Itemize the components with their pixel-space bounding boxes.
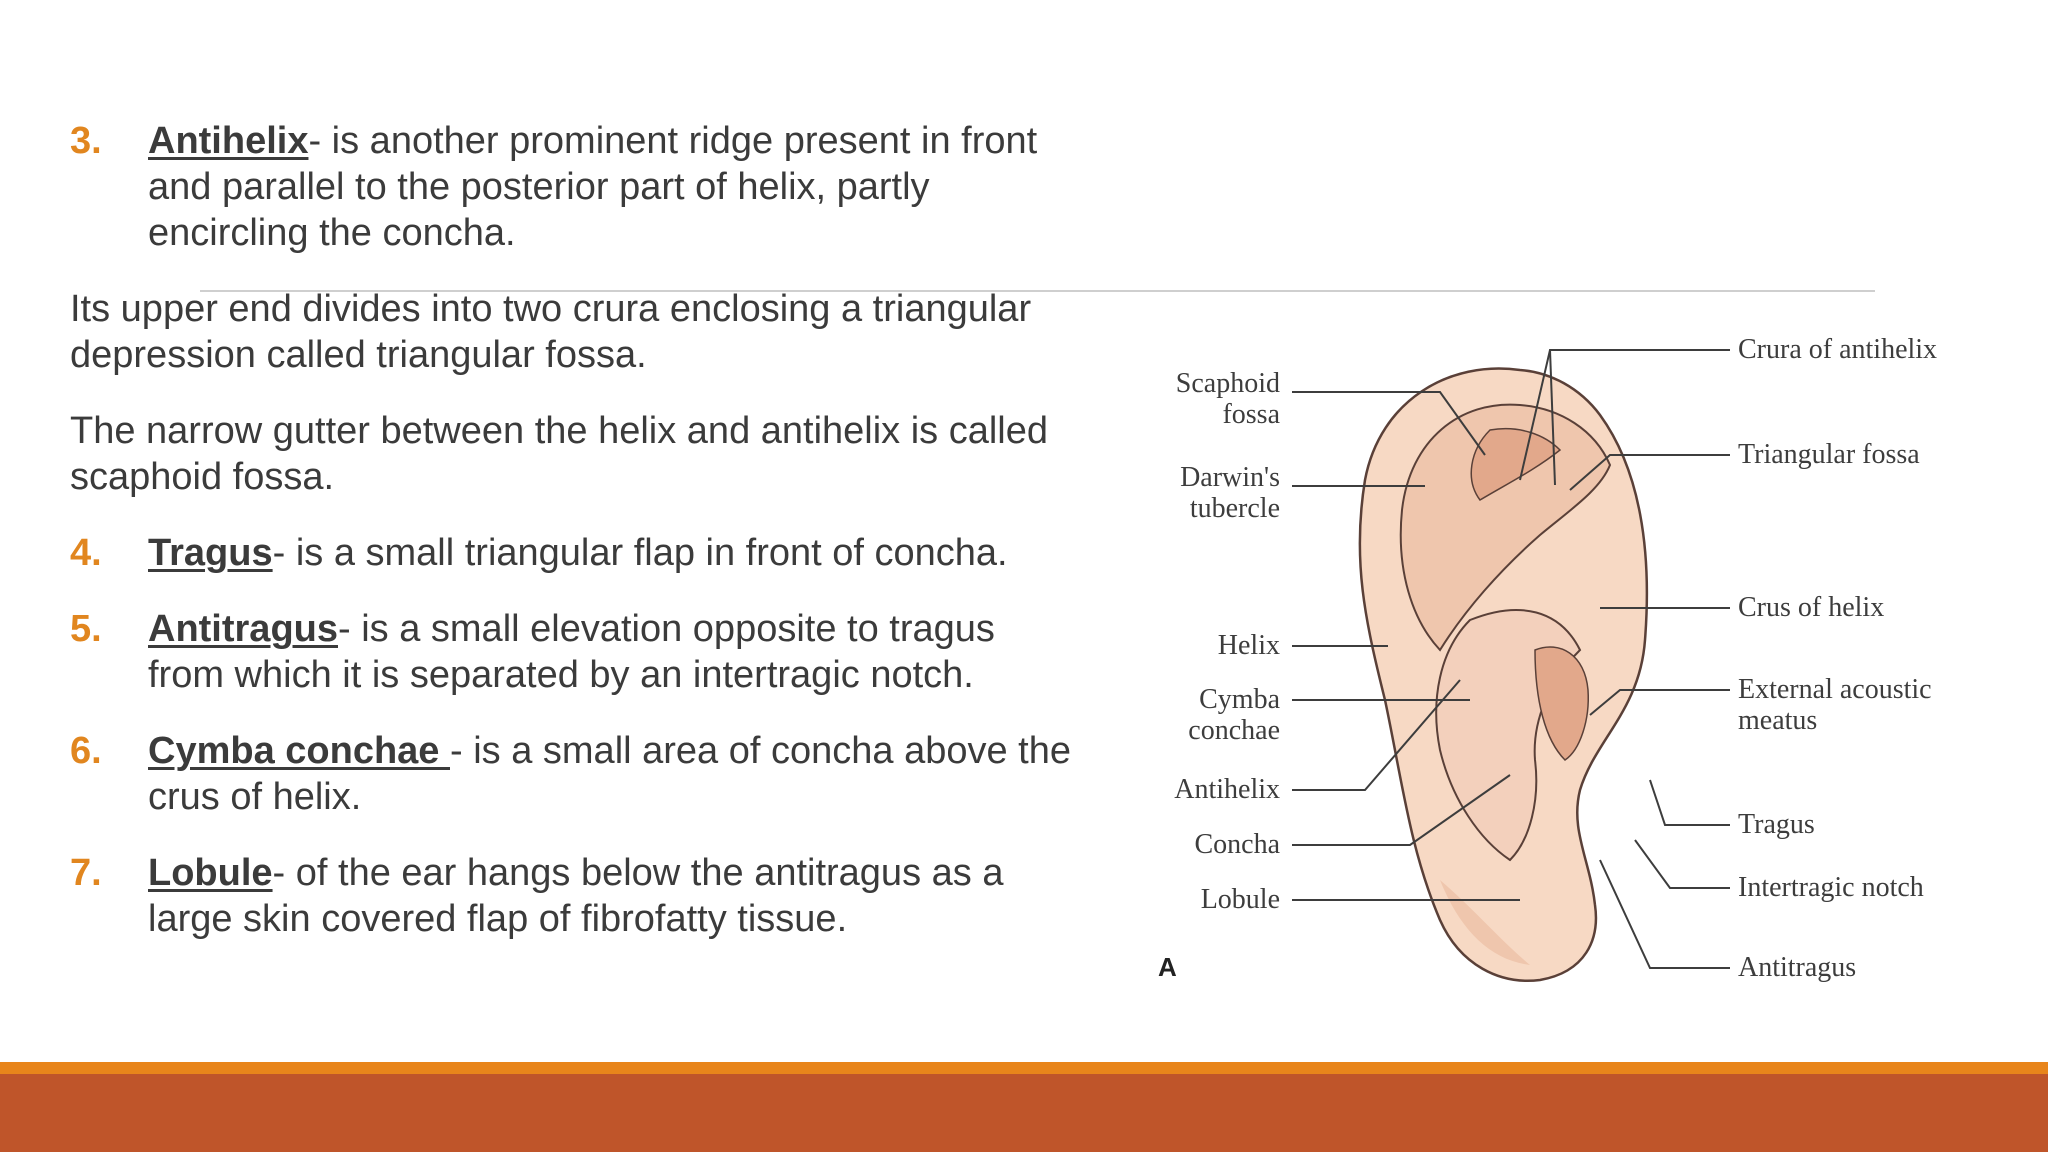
label-darwins-tubercle: Darwin's xyxy=(1180,462,1280,493)
ear-triangular-fossa xyxy=(1470,428,1562,501)
label-crus-of-helix: Crus of helix xyxy=(1738,592,1884,623)
ear-illustration xyxy=(1358,367,1649,982)
ear-inner-antihelix xyxy=(1399,403,1612,652)
item-term: Tragus xyxy=(148,532,273,574)
item-text: - of the ear hangs below the antitragus … xyxy=(148,852,1004,940)
panel-letter: A xyxy=(1158,952,1177,982)
label-concha: Concha xyxy=(1194,829,1280,860)
paragraph-scaphoid-fossa: The narrow gutter between the helix and … xyxy=(70,410,1049,498)
item-term: Cymba conchae xyxy=(148,730,450,772)
list-item-antitragus: 5. Antitragus- is a small elevation oppos… xyxy=(70,606,1080,698)
ear-lobule-shading xyxy=(1440,880,1530,965)
divider-line xyxy=(200,290,1875,292)
item-number: 6. xyxy=(70,730,102,772)
list-item-lobule: 7. Lobule- of the ear hangs below the ant… xyxy=(70,850,1080,942)
slide-text: 3. Antihelix- is another prominent ridge … xyxy=(70,118,1080,942)
item-text: - is another prominent ridge present in … xyxy=(148,120,1038,254)
label-external-acoustic-meatus: External acoustic xyxy=(1738,674,1932,705)
label-antitragus: Antitragus xyxy=(1738,952,1856,983)
footer-band-accent xyxy=(0,1062,2048,1074)
item-number: 4. xyxy=(70,532,102,574)
label-scaphoid-fossa: Scaphoid xyxy=(1176,368,1280,399)
label-external-acoustic-meatus-2: meatus xyxy=(1738,705,1817,736)
list-item-antihelix: 3. Antihelix- is another prominent ridge … xyxy=(70,118,1080,256)
label-tragus: Tragus xyxy=(1738,809,1815,840)
item-number: 3. xyxy=(70,120,102,162)
label-darwins-tubercle-2: tubercle xyxy=(1190,493,1280,524)
label-cymba-conchae: Cymba xyxy=(1199,684,1280,715)
label-cymba-conchae-2: conchae xyxy=(1188,715,1280,746)
item-number: 5. xyxy=(70,608,102,650)
item-term: Antihelix xyxy=(148,120,309,162)
item-text: - is a small triangular flap in front of… xyxy=(272,532,1008,574)
item-term: Lobule xyxy=(148,852,273,894)
ear-meatus xyxy=(1534,646,1589,761)
label-helix: Helix xyxy=(1218,630,1280,661)
label-crura-of-antihelix: Crura of antihelix xyxy=(1738,334,1937,365)
list-item-tragus: 4. Tragus- is a small triangular flap in … xyxy=(70,530,1080,576)
label-scaphoid-fossa-2: fossa xyxy=(1222,399,1280,430)
item-number: 7. xyxy=(70,852,102,894)
label-antihelix: Antihelix xyxy=(1174,774,1280,805)
paragraph-triangular-fossa: Its upper end divides into two crura enc… xyxy=(70,288,1032,376)
ear-diagram: Scaphoid fossa Darwin's tubercle Helix C… xyxy=(1158,334,1937,983)
item-text: - is a small elevation opposite to tragu… xyxy=(148,608,995,696)
item-term: Antitragus xyxy=(148,608,338,650)
label-intertragic-notch: Intertragic notch xyxy=(1738,872,1924,903)
label-triangular-fossa: Triangular fossa xyxy=(1738,439,1920,470)
leader-lines xyxy=(1292,349,1730,969)
footer-band xyxy=(0,1074,2048,1152)
label-lobule: Lobule xyxy=(1201,884,1280,915)
item-text: - is a small area of concha above the cr… xyxy=(148,730,1072,818)
list-item-cymba-conchae: 6. Cymba conchae - is a small area of con… xyxy=(70,728,1080,820)
